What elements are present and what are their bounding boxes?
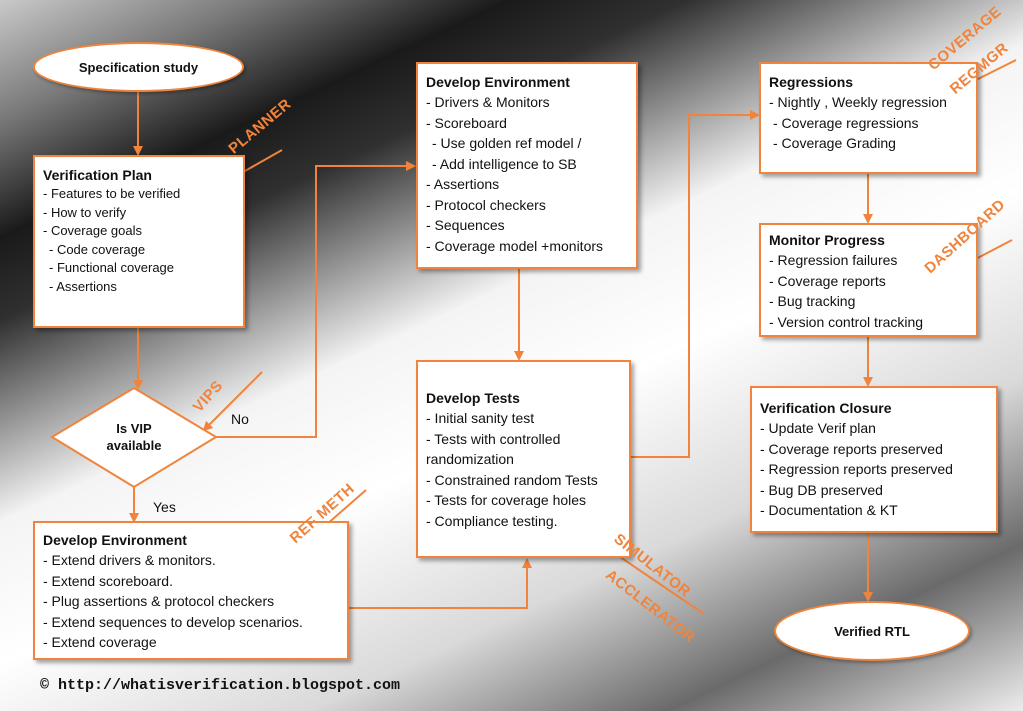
regressions-title: Regressions — [769, 74, 854, 90]
extend-item: - Extend coverage — [43, 634, 157, 650]
closure-item: - Bug DB preserved — [760, 481, 883, 498]
arrow-extend-to-tests — [349, 558, 532, 609]
end-label: Verified RTL — [834, 623, 910, 639]
env-item: - Coverage model +monitors — [426, 237, 604, 254]
decision-text: Is VIP available — [84, 420, 184, 454]
monitor-item: - Coverage reports — [769, 272, 886, 289]
verification-closure-title: Verification Closure — [760, 400, 892, 416]
start-label: Specification study — [78, 59, 199, 75]
regressions-item: - Coverage regressions — [773, 114, 919, 131]
no-label: No — [231, 411, 249, 427]
vips-pointer — [202, 371, 263, 432]
extend-item: - Extend drivers & monitors. — [43, 552, 216, 568]
closure-item: - Documentation & KT — [760, 502, 898, 518]
develop-tests-title: Develop Tests — [426, 390, 520, 406]
verification-closure-box: Verification Closure - Update Verif plan… — [750, 386, 998, 533]
closure-item: - Update Verif plan — [760, 420, 876, 436]
develop-env-extend-box: Develop Environment - Extend drivers & m… — [33, 521, 349, 660]
env-item: - Sequences — [426, 217, 505, 233]
arrow-tests-to-regressions — [631, 110, 760, 458]
env-item: - Drivers & Monitors — [426, 94, 550, 110]
plan-item: - Functional coverage — [49, 260, 175, 276]
plan-item: - Coverage goals — [43, 223, 142, 239]
arrow-decision-no — [216, 161, 416, 438]
verification-plan-box: Verification Plan - Features to be verif… — [33, 155, 245, 328]
env-item: - Add intelligence to SB — [432, 155, 577, 172]
tests-item: - Tests for coverage holes — [426, 492, 587, 508]
regressions-box: Regressions - Nightly , Weekly regressio… — [759, 62, 978, 174]
env-item: - Protocol checkers — [426, 196, 546, 213]
start-terminal: Specification study — [33, 42, 244, 92]
decision-line1: Is VIP — [116, 421, 152, 436]
monitor-progress-box: Monitor Progress - Regression failures -… — [759, 223, 978, 337]
monitor-item: - Version control tracking — [769, 313, 924, 330]
tests-item: randomization — [426, 451, 514, 467]
plan-item: - How to verify — [43, 204, 127, 220]
tests-item: - Initial sanity test — [426, 410, 535, 426]
plan-item: - Assertions — [49, 278, 117, 294]
develop-tests-box: Develop Tests - Initial sanity test - Te… — [416, 360, 631, 558]
tests-item: - Tests with controlled — [426, 430, 561, 447]
monitor-progress-title: Monitor Progress — [769, 232, 885, 248]
extend-item: - Extend sequences to develop scenarios. — [43, 613, 303, 630]
regressions-item: - Coverage Grading — [773, 135, 896, 151]
develop-env-title: Develop Environment — [426, 74, 570, 90]
develop-env-extend-title: Develop Environment — [43, 532, 187, 548]
footer-copyright: © http://whatisverification.blogspot.com — [40, 677, 401, 694]
plan-item: - Features to be verified — [43, 186, 181, 201]
yes-label: Yes — [153, 499, 176, 515]
decision-diamond — [50, 386, 218, 489]
decision-line2: available — [106, 438, 162, 453]
regressions-item: - Nightly , Weekly regression — [769, 94, 947, 110]
monitor-item: - Bug tracking — [769, 293, 856, 309]
env-item: - Use golden ref model / — [432, 135, 582, 151]
monitor-item: - Regression failures — [769, 252, 898, 268]
env-item: - Scoreboard — [426, 114, 507, 131]
tests-item: - Constrained random Tests — [426, 471, 598, 488]
closure-item: - Regression reports preserved — [760, 461, 953, 477]
tests-item: - Compliance testing. — [426, 512, 558, 529]
extend-item: - Extend scoreboard. — [43, 572, 173, 589]
env-item: - Assertions — [426, 176, 500, 192]
plan-item: - Code coverage — [49, 241, 146, 257]
verification-plan-title: Verification Plan — [43, 167, 152, 183]
extend-item: - Plug assertions & protocol checkers — [43, 593, 275, 609]
end-terminal: Verified RTL — [774, 601, 970, 661]
closure-item: - Coverage reports preserved — [760, 440, 943, 457]
develop-env-box: Develop Environment - Drivers & Monitors… — [416, 62, 638, 269]
